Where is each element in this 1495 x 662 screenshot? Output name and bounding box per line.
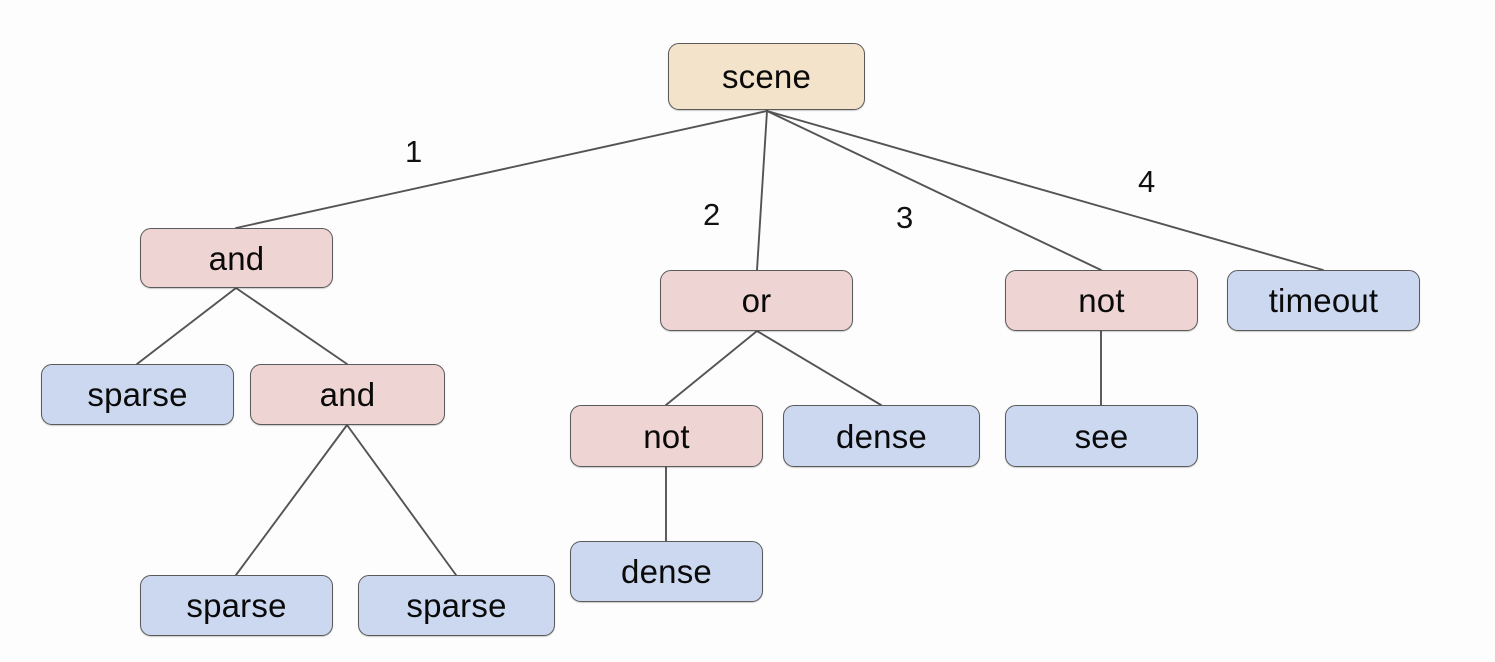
tree-edge-scene-to-or1	[756, 110, 768, 271]
tree-node-or1[interactable]: or	[660, 270, 853, 331]
tree-node-label: not	[643, 417, 690, 455]
tree-edge-and2-to-sparse3	[346, 424, 457, 576]
tree-node-label: and	[319, 376, 376, 413]
edge-label-2: 2	[703, 197, 721, 232]
edge-label-4: 4	[1138, 164, 1156, 199]
tree-node-label: timeout	[1268, 282, 1379, 319]
tree-edge-and2-to-sparse2	[235, 424, 348, 576]
tree-node-not1[interactable]: not	[1005, 270, 1198, 331]
tree-node-label: sparse	[87, 376, 188, 413]
tree-edge-scene-to-timeout	[766, 110, 1324, 271]
tree-node-label: see	[1074, 417, 1129, 455]
tree-node-label: or	[741, 282, 772, 319]
edge-label-1: 1	[405, 134, 423, 169]
tree-node-and1[interactable]: and	[140, 228, 333, 288]
tree-node-label: and	[208, 239, 265, 277]
tree-node-label: sparse	[406, 587, 507, 624]
tree-edge-scene-to-not1	[766, 110, 1102, 271]
tree-node-scene[interactable]: scene	[668, 43, 865, 110]
tree-edge-or1-to-dense1	[756, 330, 882, 406]
tree-edge-scene-to-and1	[235, 110, 768, 229]
tree-node-not2[interactable]: not	[570, 405, 763, 467]
tree-node-sparse2[interactable]: sparse	[140, 575, 333, 636]
tree-node-label: not	[1078, 282, 1125, 319]
tree-node-timeout[interactable]: timeout	[1227, 270, 1420, 331]
edge-label-3: 3	[896, 200, 914, 235]
tree-node-dense2[interactable]: dense	[570, 541, 763, 602]
tree-edge-and1-to-sparse1	[136, 287, 237, 365]
tree-node-label: scene	[721, 58, 812, 95]
tree-node-sparse1[interactable]: sparse	[41, 364, 234, 425]
tree-node-and2[interactable]: and	[250, 364, 445, 425]
tree-node-label: sparse	[186, 587, 287, 624]
tree-node-label: dense	[836, 417, 927, 455]
tree-node-see[interactable]: see	[1005, 405, 1198, 467]
tree-edge-and1-to-and2	[235, 287, 348, 365]
tree-node-sparse3[interactable]: sparse	[358, 575, 555, 636]
tree-edge-or1-to-not2	[665, 330, 758, 406]
tree-node-label: dense	[621, 553, 712, 590]
tree-node-dense1[interactable]: dense	[783, 405, 980, 467]
